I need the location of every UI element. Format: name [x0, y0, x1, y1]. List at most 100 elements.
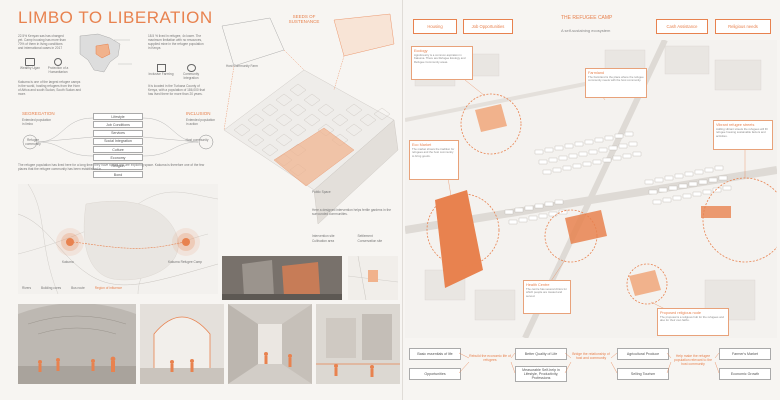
- segregation-heading: SEGREGATION: [22, 111, 55, 116]
- legend-item: Conservation site: [357, 239, 383, 243]
- segregation-subtext: Extended population in limbo: [22, 118, 52, 126]
- flow-connectors: [458, 352, 720, 374]
- intro-stat-1: 22.5% Kenyan sas has changed yet. Camp h…: [18, 34, 66, 50]
- market-drawing: [316, 314, 400, 377]
- segregation-inclusion-diagram: [22, 117, 214, 157]
- render-market: [316, 304, 400, 384]
- center-item: Job Conditions: [93, 121, 143, 129]
- callout-vibrant-streets: Vibrant refugee streets Adding vibrant s…: [713, 120, 773, 150]
- camp-title: THE REFUGEE CAMP: [561, 15, 613, 21]
- flow-basic-essentials: Basic essentials of life: [409, 348, 461, 360]
- community-icon: [186, 64, 196, 72]
- callout-eco-market: Eco Market The market shows the traditio…: [409, 140, 459, 180]
- flow-rebuild-economy: Rebuild the economic life of refugees: [469, 354, 511, 362]
- exhibition-drawing: [222, 256, 342, 300]
- center-item: Culture: [93, 146, 143, 154]
- tab-housing[interactable]: Housing: [413, 19, 457, 34]
- small-map-inset: [347, 255, 399, 301]
- map-label-kakuma: Kakuma: [62, 260, 74, 264]
- center-item: Social Integration: [93, 137, 143, 145]
- callout-heading: Farmland: [588, 71, 605, 75]
- arch-drawing: [140, 316, 224, 384]
- callout-text: Adding vibrant streets the refugees will…: [716, 127, 768, 138]
- tab-job-opportunities[interactable]: Job Opportunities: [463, 19, 513, 34]
- location-map: Kakuma Kakuma Refugee Camp Rivers Buildi…: [18, 184, 218, 294]
- icon-label: Wealthy Ugan: [20, 66, 40, 70]
- center-item: Economy: [93, 154, 143, 162]
- icon-label: Community Integration: [182, 72, 200, 80]
- page-title: LIMBO TO LIBERATION: [18, 8, 213, 27]
- icon-item: Inclusive Farming: [148, 64, 174, 80]
- legend-rivers: Rivers: [22, 286, 32, 290]
- callout-text: The proposal is a religious hub for the …: [660, 315, 724, 323]
- intro-paragraph-2: It is located in the Turkana County of K…: [148, 84, 205, 96]
- page-divider: [402, 0, 403, 400]
- tab-cash-assistance[interactable]: Cash Assistance: [656, 19, 708, 34]
- camp-top-tabs: Housing Job Opportunities THE REFUGEE CA…: [413, 15, 771, 34]
- map-label-camp: Kakuma Refugee Camp: [168, 260, 203, 264]
- icon-item: Protection of a Humanitarian: [46, 58, 70, 74]
- tab-religious-needs[interactable]: Religious needs: [715, 19, 771, 34]
- callout-religious-node: Proposed religious node The proposal is …: [657, 308, 729, 336]
- legend-item: Cultivation area: [312, 239, 335, 243]
- center-items-list: Lifestyle Job Conditions Services Social…: [93, 113, 143, 179]
- callout-heading: Proposed religious node: [660, 311, 701, 315]
- callout-text: Agroforestry is a common aspiration in K…: [414, 53, 466, 64]
- seeds-label-1: Host Community Farm: [226, 64, 258, 68]
- map-lines: [18, 184, 218, 294]
- callout-health-centre: Health Centre The centre has several cli…: [523, 280, 571, 314]
- flow-bridge-relationship: Bridge the relationship of host and comm…: [572, 352, 610, 360]
- render-tunnel: [18, 304, 136, 384]
- callout-text: The centre has several clinics for which…: [526, 287, 567, 298]
- legend-item: Settlement: [357, 234, 373, 238]
- callout-text: The market shows the tradition for refug…: [412, 147, 455, 158]
- left-node-label: Refugee community: [25, 138, 41, 146]
- render-exhibition: [222, 256, 342, 300]
- flow-agricultural-produce: Agricultural Produce: [617, 348, 669, 360]
- center-legend: Intervention site Settlement Cultivation…: [312, 234, 402, 243]
- intro-icons-right: Inclusive Farming Community Integration: [148, 64, 204, 80]
- intro-stat-2: 18.5 % lived in refugee, 4x lower. The m…: [148, 34, 204, 50]
- flow-host-relevance: Help make the refugee population relevan…: [673, 354, 713, 366]
- seeds-label-2: Public Space: [312, 190, 331, 194]
- icon-item: Wealthy Ugan: [18, 58, 42, 74]
- flow-measurable-selfhelp: Measurable Self-help in Lifestyle, Produ…: [515, 366, 567, 382]
- render-corridor: [228, 304, 312, 384]
- map-legend: Rivers Building cores Bus route Region o…: [22, 286, 122, 290]
- intro-icons-left: Wealthy Ugan Protection of a Humanitaria…: [18, 58, 70, 74]
- flow-opportunities: Opportunities: [409, 368, 461, 380]
- axonometric-city: [221, 13, 399, 225]
- callout-heading: Vibrant refugee streets: [716, 123, 755, 127]
- icon-label: Inclusive Farming: [148, 72, 174, 76]
- tunnel-drawing: [18, 304, 136, 384]
- middle-note: The refugee population has lived here fo…: [18, 163, 205, 171]
- callout-heading: Health Centre: [526, 283, 550, 287]
- intro-paragraph-1: Kakuma is one of the largest refugee cam…: [18, 80, 81, 96]
- icon-label: Protection of a Humanitarian: [47, 66, 69, 74]
- seeds-note: Here a designed intervention helps ferti…: [312, 208, 392, 216]
- render-arch: [140, 304, 224, 384]
- center-item: Lifestyle: [93, 113, 143, 120]
- inclusion-heading: INCLUSION: [186, 111, 211, 116]
- icon-item: Community Integration: [178, 64, 204, 80]
- callout-farmland: Farmland The Farmland is the place where…: [585, 68, 647, 98]
- callout-ecology: Ecology Agroforestry is a common aspirat…: [411, 46, 473, 80]
- center-item: Religion: [93, 162, 143, 170]
- camp-subtitle: A self-sustaining ecosystem: [561, 28, 611, 33]
- callout-heading: Ecology: [414, 49, 428, 53]
- corridor-drawing: [228, 304, 312, 384]
- callout-heading: Eco Market: [412, 143, 432, 147]
- legend-item: Intervention site: [312, 234, 335, 238]
- legend-building: Building cores: [41, 286, 62, 290]
- africa-map: [79, 33, 132, 73]
- camp-bottom-row: Basic essentials of life Opportunities R…: [405, 344, 777, 388]
- flow-economic-growth: Economic Growth: [719, 368, 771, 380]
- right-node-label: Host community: [185, 138, 209, 142]
- people-icon: [54, 58, 62, 66]
- flow-selling-tourism: Selling Tourism: [617, 368, 669, 380]
- legend-influence: Region of influence: [94, 286, 123, 290]
- flow-farmers-market: Farmer's Market: [719, 348, 771, 360]
- small-map-drawing: [347, 255, 399, 301]
- seeds-title: SEEDS OF SUSTENANCE: [288, 14, 320, 24]
- callout-text: The Farmland is the place where the refu…: [588, 75, 644, 83]
